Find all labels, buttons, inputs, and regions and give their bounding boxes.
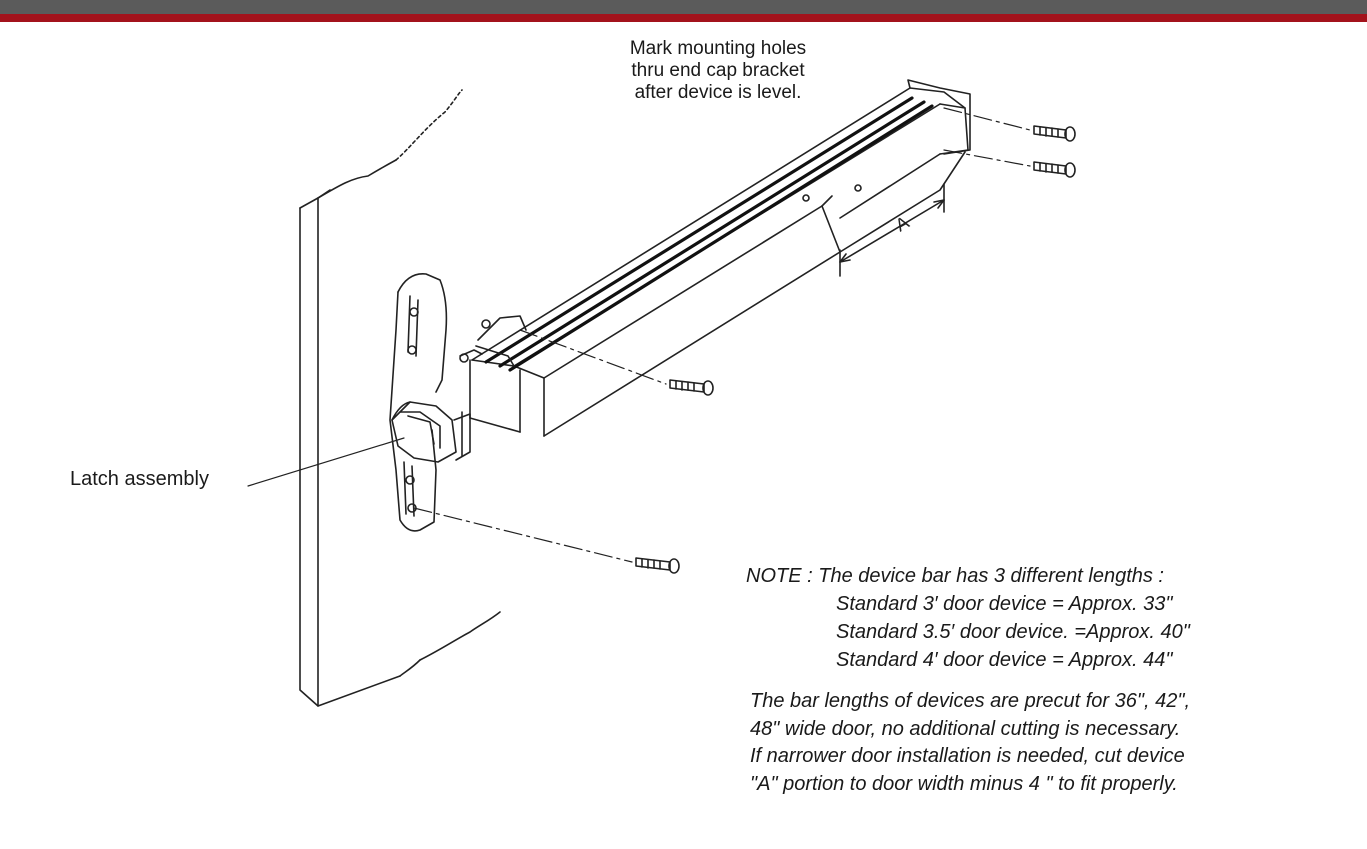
note-length-item: Standard 4′ door device = Approx. 44" bbox=[836, 649, 1173, 671]
dimension-a-label: A bbox=[892, 212, 912, 235]
bar-channel bbox=[459, 184, 862, 367]
header-accent-stripe bbox=[0, 14, 1367, 22]
latch-assembly bbox=[391, 401, 471, 463]
latch-leader-line bbox=[247, 437, 405, 487]
device-bar bbox=[469, 79, 971, 437]
header-bar bbox=[0, 0, 1367, 14]
note-paragraph: The bar lengths of devices are precut fo… bbox=[750, 688, 1190, 798]
mounting-holes-callout: Mark mounting holes thru end cap bracket… bbox=[598, 38, 838, 104]
note-paragraph-line: 48" wide door, no additional cutting is … bbox=[750, 717, 1181, 740]
callout-line: after device is level. bbox=[634, 82, 802, 103]
bar-rails bbox=[484, 96, 934, 372]
door-panel bbox=[299, 89, 501, 707]
callout-line: Mark mounting holes bbox=[629, 38, 807, 59]
center-lines bbox=[413, 107, 1031, 563]
note-heading: NOTE : The device bar has 3 different le… bbox=[746, 565, 1164, 587]
screw-endcap-upper bbox=[1033, 125, 1076, 142]
screw-endcap-lower bbox=[1033, 161, 1076, 178]
note-length-item: Standard 3.5′ door device. =Approx. 40" bbox=[836, 621, 1190, 643]
latch-assembly-label: Latch assembly bbox=[70, 468, 209, 490]
dimension-a-arrow bbox=[839, 183, 945, 277]
note-paragraph-line: If narrower door installation is needed,… bbox=[750, 745, 1185, 767]
note-paragraph-line: "A" portion to door width minus 4 " to f… bbox=[750, 772, 1178, 795]
screw-lower bbox=[635, 557, 680, 574]
note-length-item: Standard 3′ door device = Approx. 33" bbox=[836, 593, 1173, 615]
mounting-plate bbox=[389, 273, 448, 532]
screw-middle bbox=[669, 379, 714, 396]
note-block: NOTE : The device bar has 3 different le… bbox=[746, 562, 1190, 674]
note-paragraph-line: The bar lengths of devices are precut fo… bbox=[750, 690, 1190, 712]
callout-line: thru end cap bracket bbox=[631, 60, 805, 81]
